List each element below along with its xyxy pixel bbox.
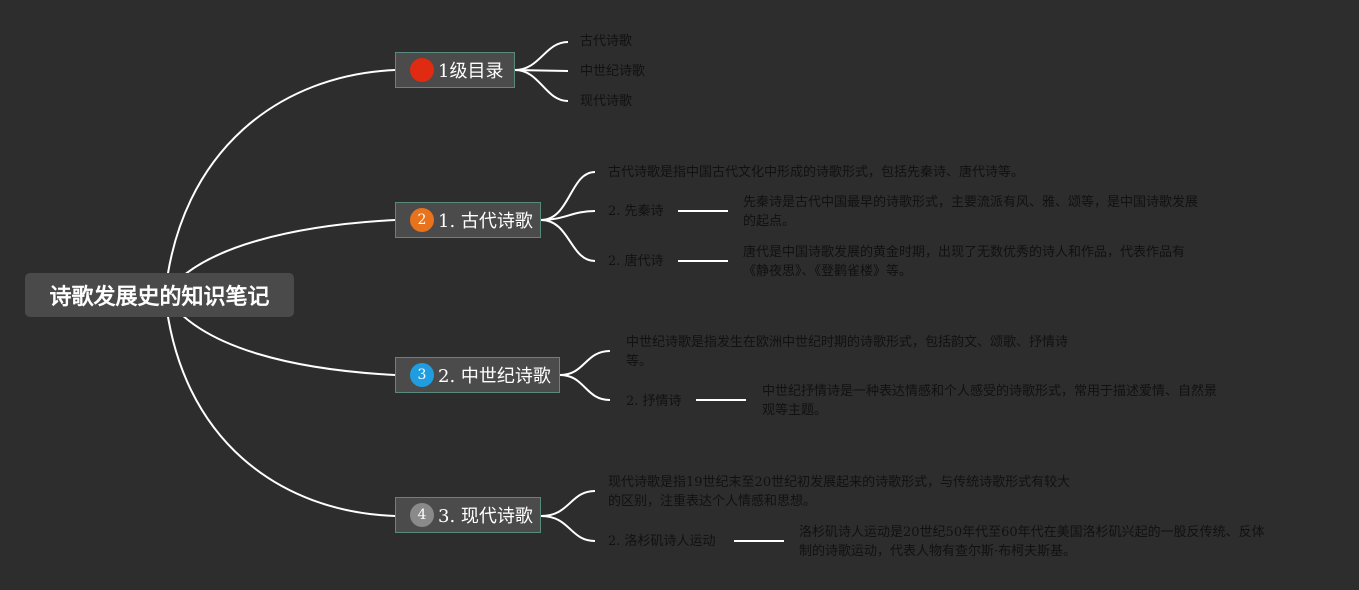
link-toc-3: [514, 69, 569, 102]
modern-sub1-desc-line: 洛杉矶诗人运动是20世纪50年代至60年代在美国洛杉矶兴起的一股反传统、反体: [799, 525, 1265, 540]
branch-node-toc[interactable]: 1 1级目录: [395, 52, 515, 88]
link-medieval-sub1: [559, 374, 611, 401]
toc-item-ancient[interactable]: 古代诗歌: [580, 34, 633, 49]
modern-sub1-label[interactable]: 2. 洛杉矶诗人运动: [608, 534, 716, 549]
medieval-sub1-label[interactable]: 2. 抒情诗: [626, 394, 682, 409]
modern-desc[interactable]: 现代诗歌是指19世纪末至20世纪初发展起来的诗歌形式，与传统诗歌形式有较大 的区…: [608, 473, 1070, 511]
medieval-sub1-desc[interactable]: 中世纪抒情诗是一种表达情感和个人感受的诗歌形式，常用于描述爱情、自然景 观等主题…: [762, 382, 1217, 420]
branch-node-ancient[interactable]: 2 1. 古代诗歌: [395, 202, 541, 238]
badge-3-icon: 3: [410, 363, 434, 387]
link-toc-1: [514, 41, 569, 71]
medieval-sub1-desc-line: 中世纪抒情诗是一种表达情感和个人感受的诗歌形式，常用于描述爱情、自然景: [762, 384, 1218, 399]
medieval-desc-line: 中世纪诗歌是指发生在欧洲中世纪时期的诗歌形式，包括韵文、颂歌、抒情诗: [626, 335, 1069, 350]
modern-sub1-desc[interactable]: 洛杉矶诗人运动是20世纪50年代至60年代在美国洛杉矶兴起的一股反传统、反体 制…: [799, 523, 1265, 561]
ancient-sub1-desc-line: 的起点。: [743, 214, 796, 229]
branch-label: 3. 现代诗歌: [438, 506, 533, 527]
badge-2-icon: 2: [410, 208, 434, 232]
ancient-sub2-desc[interactable]: 唐代是中国诗歌发展的黄金时期，出现了无数优秀的诗人和作品，代表作品有 《静夜思》…: [743, 243, 1185, 281]
link-modern-desc: [540, 490, 596, 517]
branch-label: 2. 中世纪诗歌: [438, 366, 551, 387]
link-ancient-sub1: [540, 210, 596, 221]
link-ancient-desc: [540, 171, 596, 221]
ancient-sub2-desc-line: 《静夜思》、《登鹳雀楼》等。: [743, 264, 913, 279]
badge-1-icon: 1: [410, 58, 434, 82]
badge-4-icon: 4: [410, 503, 434, 527]
link-modern-sub1: [540, 515, 596, 542]
link-toc-2: [514, 69, 569, 72]
medieval-desc[interactable]: 中世纪诗歌是指发生在欧洲中世纪时期的诗歌形式，包括韵文、颂歌、抒情诗 等。: [626, 333, 1068, 371]
ancient-sub1-label[interactable]: 2. 先秦诗: [608, 204, 664, 219]
toc-item-medieval[interactable]: 中世纪诗歌: [580, 64, 646, 79]
ancient-sub1-desc-line: 先秦诗是古代中国最早的诗歌形式，主要流派有风、雅、颂等，是中国诗歌发展: [743, 195, 1199, 210]
root-title: 诗歌发展史的知识笔记: [49, 285, 270, 310]
link-root-branch-4: [164, 294, 396, 517]
medieval-sub1-desc-line: 观等主题。: [762, 403, 828, 418]
branch-node-modern[interactable]: 4 3. 现代诗歌: [395, 497, 541, 533]
ancient-sub2-desc-line: 唐代是中国诗歌发展的黄金时期，出现了无数优秀的诗人和作品，代表作品有: [743, 245, 1186, 260]
branch-node-medieval[interactable]: 3 2. 中世纪诗歌: [395, 357, 560, 393]
toc-item-modern[interactable]: 现代诗歌: [580, 94, 633, 109]
ancient-sub1-desc[interactable]: 先秦诗是古代中国最早的诗歌形式，主要流派有风、雅、颂等，是中国诗歌发展 的起点。: [743, 193, 1198, 231]
modern-desc-line: 现代诗歌是指19世纪末至20世纪初发展起来的诗歌形式，与传统诗歌形式有较大: [608, 475, 1071, 490]
link-medieval-desc: [559, 350, 611, 376]
ancient-sub2-label[interactable]: 2. 唐代诗: [608, 254, 664, 269]
ancient-desc[interactable]: 古代诗歌是指中国古代文化中形成的诗歌形式，包括先秦诗、唐代诗等。: [608, 165, 1025, 180]
branch-label: 1级目录: [438, 61, 504, 82]
root-node[interactable]: 诗歌发展史的知识笔记: [25, 273, 294, 317]
link-ancient-sub2: [540, 219, 596, 262]
medieval-desc-line: 等。: [626, 354, 653, 369]
modern-desc-line: 的区别，注重表达个人情感和思想。: [608, 494, 817, 509]
link-root-branch-1: [164, 69, 396, 296]
modern-sub1-desc-line: 制的诗歌运动，代表人物有查尔斯·布柯夫斯基。: [799, 544, 1077, 559]
branch-label: 1. 古代诗歌: [438, 211, 533, 232]
